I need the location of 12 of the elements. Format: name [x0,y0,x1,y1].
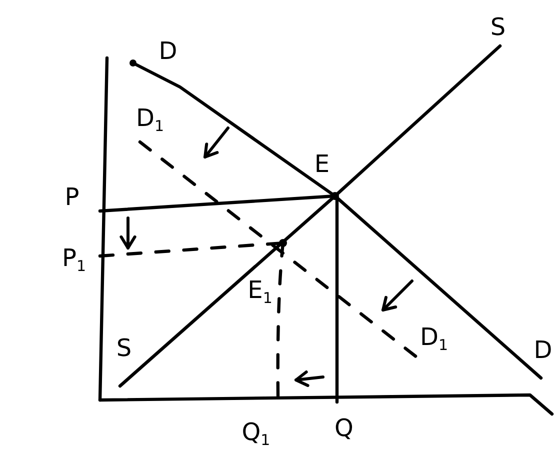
curve-label: D [534,338,552,362]
curve-label: S [116,336,132,360]
axis-label: P$_{1}$ [62,246,86,270]
curve-label: D$_{1}$ [420,325,448,349]
axis-label: P [64,185,80,209]
curve-label: S [490,15,506,39]
point-label: E$_{1}$ [248,278,272,302]
axis-label: Q$_{1}$ [242,420,270,444]
axis-label: Q [334,416,354,440]
curve-label: D$_{1}$ [136,106,164,130]
point-label: E [314,152,330,176]
curve-label: D [158,39,178,63]
